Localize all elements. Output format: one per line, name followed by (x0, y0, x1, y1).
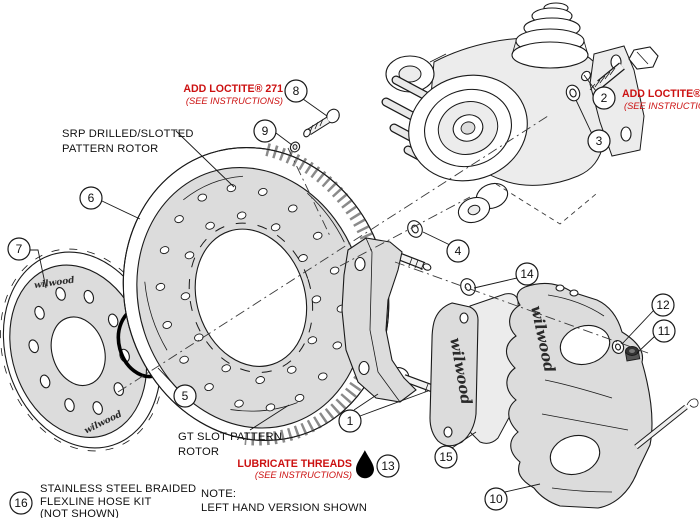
srp-rotor-label-line2: PATTERN ROTOR (62, 143, 158, 155)
callout-5: 5 (173, 384, 197, 408)
callout-11-number: 11 (658, 324, 671, 338)
callout-6-number: 6 (88, 191, 95, 205)
lubricate-label: LUBRICATE THREADS (237, 458, 352, 470)
lubricate-sublabel: (SEE INSTRUCTIONS) (255, 470, 352, 480)
callout-13: 13 (376, 454, 400, 478)
callout-8-number: 8 (293, 84, 300, 98)
lubricant-drop-icon (355, 450, 374, 479)
callout-15: 15 (434, 445, 458, 469)
callout-7-number: 7 (16, 242, 23, 256)
callout-2-number: 2 (601, 91, 608, 105)
loctite-right-sublabel: (SEE INSTRUCTIONS) (624, 101, 700, 111)
rotor-bolt (303, 108, 340, 138)
washer-12 (611, 340, 625, 354)
callout-4-number: 4 (455, 244, 462, 258)
callout-14-number: 14 (520, 267, 534, 281)
note-label: NOTE: (201, 488, 236, 500)
callout-10: 10 (484, 487, 508, 511)
callout-15-number: 15 (439, 450, 453, 464)
gt-rotor-label-line1: GT SLOT PATTERN (178, 431, 282, 443)
caliper-mount-bolt (581, 46, 659, 91)
loctite-right-label: ADD LOCTITE® 271 (622, 88, 700, 100)
leader-lines (30, 74, 656, 493)
callout-8: 8 (284, 79, 308, 103)
callout-6: 6 (79, 186, 103, 210)
callout-5-number: 5 (182, 389, 189, 403)
flexline-legend-line2: FLEXLINE HOSE KIT (40, 496, 152, 508)
callout-9: 9 (253, 119, 277, 143)
hub (381, 74, 528, 182)
assembly-axes (117, 115, 649, 393)
rotor-hat: wilwood wilwood (0, 248, 164, 452)
nut-11 (624, 346, 641, 362)
gt-rotor-label-line2: ROTOR (178, 446, 219, 458)
callout-7: 7 (7, 237, 31, 261)
washer-4 (407, 220, 423, 238)
callout-9-number: 9 (262, 124, 269, 138)
rotor-drill-holes (155, 184, 347, 412)
note-text: LEFT HAND VERSION SHOWN (201, 502, 367, 514)
callout-16-number: 16 (14, 496, 28, 510)
callout-3-number: 3 (596, 134, 603, 148)
washer-14 (460, 278, 476, 296)
callout-4: 4 (446, 239, 470, 263)
callout-14: 14 (515, 262, 539, 286)
ball-joint (511, 2, 589, 69)
callout-11: 11 (652, 319, 676, 343)
brake-pad-front (429, 302, 479, 447)
callout-12: 12 (651, 293, 675, 317)
washer-3 (565, 84, 581, 102)
callout-1: 1 (338, 409, 362, 433)
brake-pads: wilwood (429, 293, 521, 447)
callout-2: 2 (592, 86, 616, 110)
knuckle-lower-boss (457, 182, 509, 224)
callout-10-number: 10 (489, 492, 503, 506)
callout-1-number: 1 (347, 414, 354, 428)
caliper: wilwood (505, 282, 653, 509)
rotor (122, 143, 390, 446)
caliper-bracket (341, 237, 450, 403)
flexline-legend-line3: (NOT SHOWN) (40, 508, 119, 518)
retainer-pin (634, 398, 699, 450)
callout-13-number: 13 (381, 459, 395, 473)
pin-clip (686, 398, 699, 408)
steering-knuckle (381, 2, 645, 225)
srp-rotor-label-line1: SRP DRILLED/SLOTTED (62, 128, 194, 140)
loctite-left-sublabel: (SEE INSTRUCTIONS) (186, 96, 283, 106)
flexline-legend-line1: STAINLESS STEEL BRAIDED (40, 483, 196, 495)
callout-12-number: 12 (656, 298, 670, 312)
loctite-left-label: ADD LOCTITE® 271 (183, 83, 283, 95)
callout-3: 3 (587, 129, 611, 153)
callout-16: 16 (9, 491, 33, 515)
